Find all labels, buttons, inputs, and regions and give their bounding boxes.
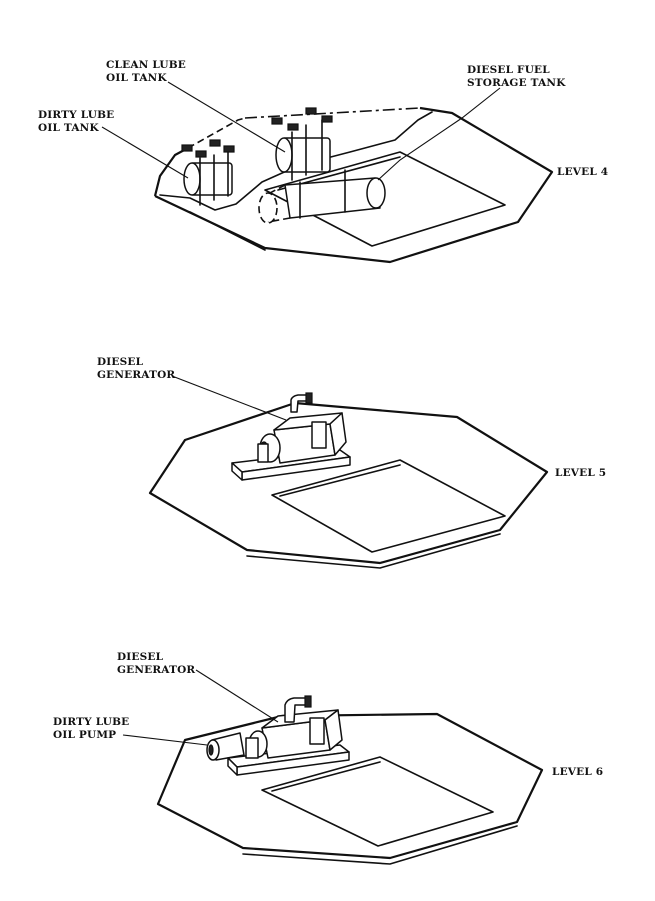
label-dirty-lube-oil-tank: DIRTY LUBE OIL TANK [38,109,114,135]
label-line: DIESEL [97,356,144,368]
label-line: DIRTY LUBE [38,109,115,121]
leader-diesel-generator-5 [171,375,287,421]
label-line: GENERATOR [117,664,196,676]
label-line: DIESEL [117,651,164,663]
label-dirty-lube-oil-pump: DIRTY LUBE OIL PUMP [53,716,129,742]
dirty-lube-oil-pump-drawing [206,732,245,761]
label-clean-lube-oil-tank: CLEAN LUBE OIL TANK [106,59,186,85]
diesel-fuel-storage-tank-drawing [258,169,386,224]
clean-lube-oil-tank-drawing [271,107,333,181]
label-level-5: LEVEL 5 [555,467,607,479]
dirty-lube-oil-tank-drawing [181,139,235,206]
label-line: OIL TANK [106,72,167,84]
leader-dirty-lube-oil-pump [122,734,208,746]
label-line: CLEAN LUBE [106,59,186,71]
leader-clean-lube-oil-tank [167,81,286,153]
level-6-floor [156,712,544,865]
leader-dirty-lube-oil-tank [101,126,189,179]
label-level-6: LEVEL 6 [552,766,604,778]
label-diesel-generator-5: DIESEL GENERATOR [97,356,175,382]
label-line: DIRTY LUBE [53,716,130,728]
label-level-4: LEVEL 4 [557,166,609,178]
label-line: DIESEL FUEL [467,64,550,76]
label-diesel-generator-6: DIESEL GENERATOR [117,651,195,677]
diesel-generator-5-drawing [231,392,351,481]
label-line: GENERATOR [97,369,176,381]
level-5-floor [148,401,549,569]
label-line: OIL PUMP [53,729,117,741]
label-line: STORAGE TANK [467,77,566,89]
leader-diesel-fuel-storage-tank [377,87,501,181]
diesel-generator-6-drawing [227,695,350,776]
leader-diesel-generator-6 [195,669,279,723]
label-diesel-fuel-storage-tank: DIESEL FUEL STORAGE TANK [467,64,566,90]
label-line: OIL TANK [38,122,99,134]
